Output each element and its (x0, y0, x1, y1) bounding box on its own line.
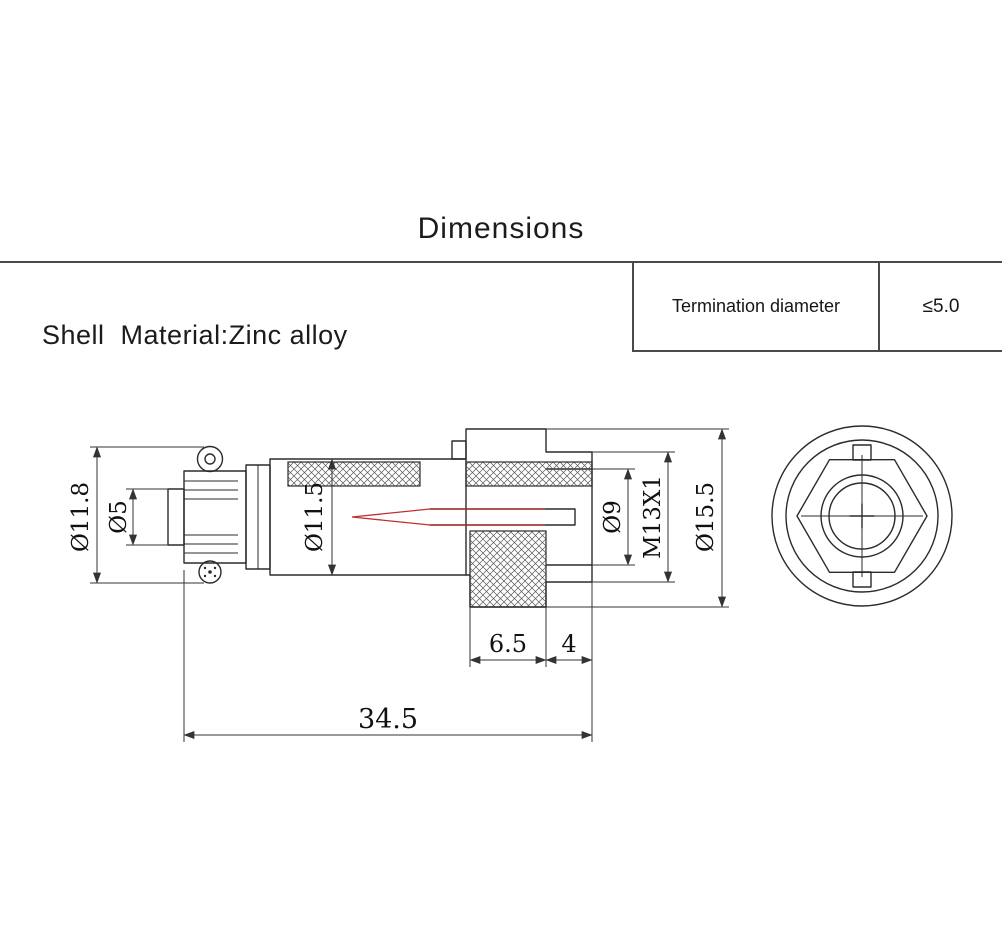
screw-dot (213, 566, 217, 570)
knurl-section-hatch (469, 530, 547, 608)
body-section-hatch (287, 461, 421, 487)
dim-label-coupling-od: Ø15.5 (693, 482, 719, 552)
spec-value-cell: ≤5.0 (880, 263, 1002, 352)
screw-dot (203, 566, 207, 570)
center-pin (429, 508, 576, 526)
front-rim-circle (785, 439, 939, 593)
dim-label-body-od: Ø11.5 (302, 482, 328, 552)
dim-label-bore: Ø9 (600, 500, 626, 534)
eyelet-ring-outer (196, 445, 224, 473)
cable-entry-stub (167, 488, 185, 546)
connector-side-view (167, 428, 593, 608)
clamp-screw (198, 560, 222, 584)
screw-dot (203, 574, 207, 578)
dim-label-front-len: 4 (561, 630, 576, 658)
spec-label-cell: Termination diameter (632, 263, 880, 352)
dim-label-cable-od: Ø5 (106, 500, 132, 534)
front-center-cross (849, 503, 875, 529)
coupling-nut-top-profile (465, 428, 593, 470)
header-divider (0, 261, 1002, 263)
screw-dot (208, 570, 212, 574)
dim-label-overall-len: 34.5 (358, 704, 418, 735)
ext-line (592, 451, 675, 583)
main-body (269, 458, 467, 576)
front-hex-body (796, 459, 928, 573)
eyelet-ring-inner (204, 453, 216, 465)
rear-body (183, 470, 247, 564)
screw-dot (213, 574, 217, 578)
connector-front-view (771, 425, 953, 607)
dim-label-rear-od: Ø11.8 (68, 482, 94, 552)
thread-section-hatch (465, 461, 593, 487)
ext-line (90, 446, 204, 584)
dim-label-coupling-len: 6.5 (489, 630, 527, 658)
ext-line (546, 428, 729, 608)
material-note: Shell Material:Zinc alloy (42, 320, 348, 350)
rear-body-ridges (184, 480, 238, 554)
front-outer-circle (771, 425, 953, 607)
stop-ring (451, 440, 467, 460)
ext-line (126, 488, 168, 546)
dim-label-thread: M13X1 (640, 475, 666, 559)
page-title: Dimensions (417, 212, 585, 245)
pin-contact-red (351, 508, 545, 526)
dimension-annotations: Ø11.8 Ø5 Ø11.5 Ø9 M13X1 Ø15.5 6.5 (68, 428, 729, 742)
